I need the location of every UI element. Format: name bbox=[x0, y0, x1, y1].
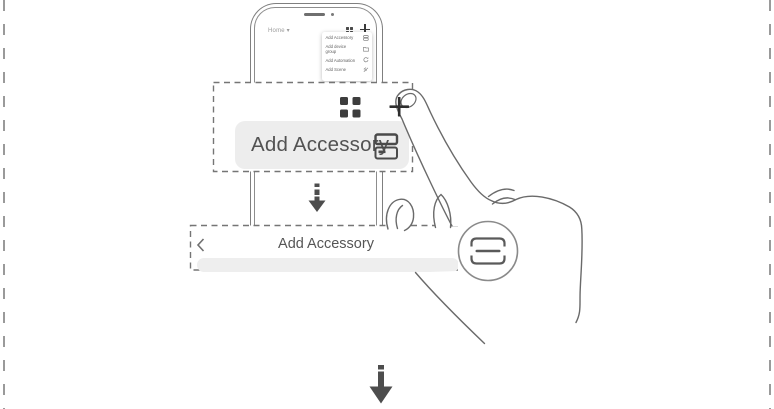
curled-finger-fill bbox=[386, 199, 414, 231]
accessory-hub-icon bbox=[374, 133, 399, 160]
add-accessory-button[interactable]: Add Accessory bbox=[235, 121, 409, 169]
left-crop-border bbox=[3, 0, 5, 409]
home-dropdown-label[interactable]: Home ▾ bbox=[268, 28, 290, 34]
menu-item-add-device-group[interactable]: Add device group bbox=[322, 42, 372, 56]
accessory-hub-zoom-icon bbox=[470, 237, 506, 265]
knuckle-crease bbox=[491, 197, 517, 205]
device-group-icon bbox=[362, 47, 369, 52]
header-content-bar bbox=[197, 258, 459, 272]
curled-finger-line bbox=[433, 193, 452, 229]
accessory-hub-icon bbox=[362, 34, 369, 41]
automation-icon bbox=[363, 57, 368, 63]
plus-icon[interactable] bbox=[360, 24, 371, 35]
scan-zoom-circle[interactable] bbox=[457, 220, 519, 282]
menu-item-add-accessory[interactable]: Add Accessory bbox=[322, 33, 372, 42]
knuckle-crease bbox=[395, 204, 404, 230]
menu-item-add-automation[interactable]: Add Automation bbox=[322, 56, 372, 65]
page-title: Add Accessory bbox=[278, 236, 374, 252]
plus-icon[interactable] bbox=[389, 97, 410, 117]
add-menu: Add Accessory Add device group Add Autom… bbox=[322, 32, 372, 81]
curled-finger-line bbox=[385, 198, 415, 232]
step-arrow-bottom bbox=[369, 365, 393, 404]
apps-grid-icon[interactable] bbox=[340, 97, 361, 118]
phone-speaker bbox=[304, 13, 325, 16]
menu-item-add-scene[interactable]: Add Scene bbox=[322, 65, 372, 74]
thumb-line bbox=[414, 271, 486, 345]
right-crop-border bbox=[769, 0, 771, 409]
hand-silhouette bbox=[395, 89, 583, 344]
step-arrow-middle bbox=[308, 183, 326, 212]
back-chevron-icon[interactable] bbox=[196, 238, 205, 252]
scene-icon bbox=[363, 67, 368, 72]
add-accessory-button-label: Add Accessory bbox=[251, 133, 390, 156]
phone-camera-dot bbox=[331, 13, 334, 16]
knuckle-crease bbox=[487, 188, 515, 198]
